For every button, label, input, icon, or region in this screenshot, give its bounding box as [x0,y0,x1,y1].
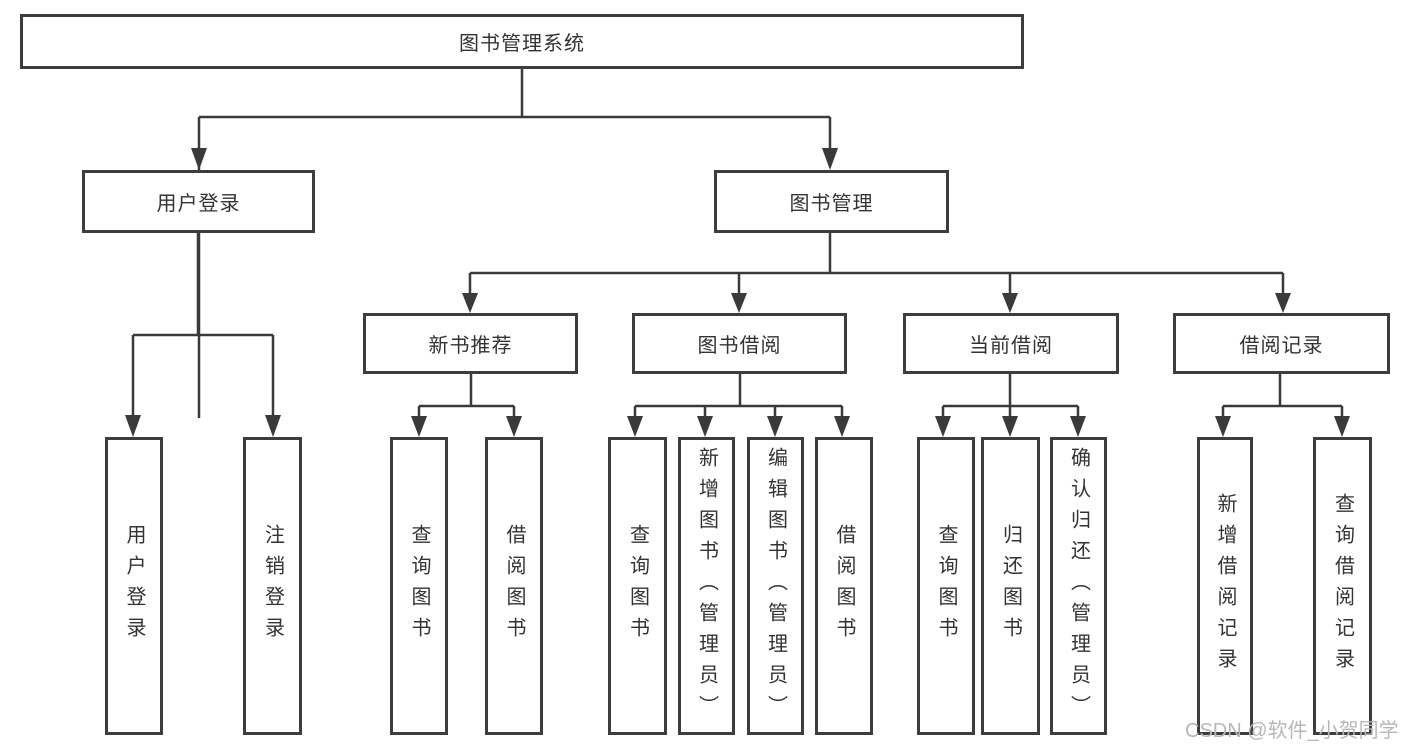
node-query-books-recommend: 查询图书 [390,437,448,735]
node-label: 借阅图书 [833,524,855,648]
node-label: 新增借阅记录 [1214,493,1236,679]
node-label: 查询图书 [935,524,957,648]
node-label: 借阅记录 [1239,335,1324,357]
node-label: 当前借阅 [969,335,1053,357]
node-label: 查询图书 [626,524,649,648]
node-label: 用户登录 [123,524,145,648]
node-label: 用户登录 [156,193,241,215]
node-logout: 注销登录 [243,437,302,735]
node-query-books-current: 查询图书 [917,437,975,735]
node-label: 查询图书 [408,524,430,648]
node-label: 确认归还（管理员） [1067,446,1090,726]
node-label: 注销登录 [261,524,284,648]
node-edit-book-admin: 编辑图书（管理员） [747,437,804,735]
node-current-borrowing: 当前借阅 [903,313,1119,374]
node-return-books: 归还图书 [981,437,1040,735]
node-add-book-admin: 新增图书（管理员） [678,437,735,735]
node-query-borrow-record: 查询借阅记录 [1313,437,1372,735]
node-borrow-books-recommend: 借阅图书 [485,437,543,735]
csdn-watermark: CSDN @软件_小贺同学 [1185,720,1399,742]
node-label: 归还图书 [999,524,1022,648]
node-label: 图书管理 [789,193,874,215]
node-user-login: 用户登录 [82,170,315,233]
node-label: 编辑图书（管理员） [764,446,787,726]
node-label: 新书推荐 [428,335,513,357]
node-label: 新增图书（管理员） [695,446,718,726]
node-label: 图书借阅 [697,335,782,357]
node-borrow-books-borrowing: 借阅图书 [815,437,873,735]
node-label: 查询借阅记录 [1331,493,1354,679]
node-query-books-borrowing: 查询图书 [608,437,667,735]
node-confirm-return-admin: 确认归还（管理员） [1050,437,1107,735]
node-borrowing-records: 借阅记录 [1173,313,1390,374]
node-new-book-recommendation: 新书推荐 [363,313,578,374]
node-label: 借阅图书 [503,524,525,648]
node-library-management-system: 图书管理系统 [20,14,1024,69]
node-add-borrow-record: 新增借阅记录 [1197,437,1253,735]
node-label: 图书管理系统 [459,33,585,55]
node-book-management: 图书管理 [714,170,949,233]
node-user-login-leaf: 用户登录 [105,437,163,735]
node-book-borrowing: 图书借阅 [632,313,847,374]
